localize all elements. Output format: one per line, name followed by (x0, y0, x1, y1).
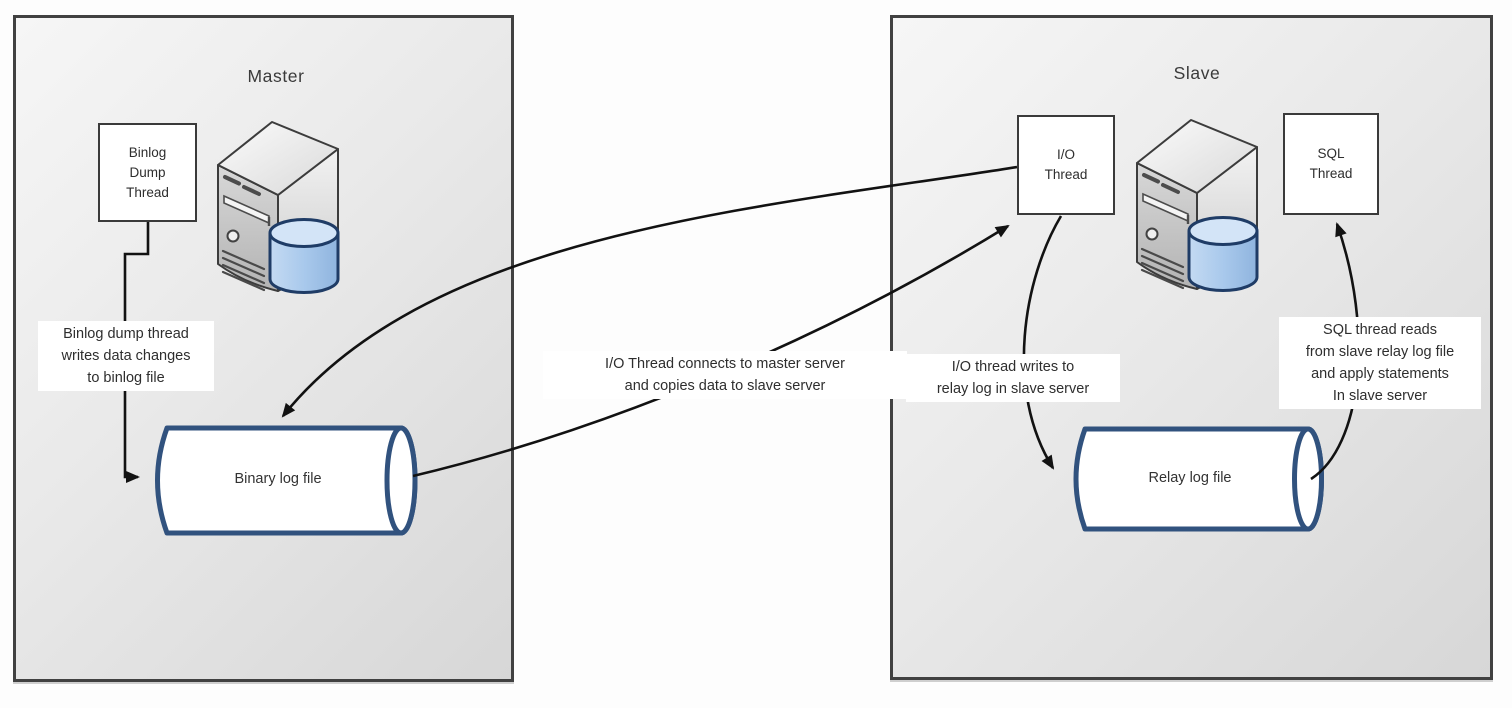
relay-log-file-label: Relay log file (1148, 470, 1232, 486)
relay-write-note: I/O thread writes to relay log in slave … (906, 354, 1120, 402)
binlog-write-note: Binlog dump thread writes data changes t… (38, 321, 214, 391)
master-title: Master (247, 66, 305, 86)
binlog-write-connector (123, 222, 150, 483)
slave-title: Slave (1173, 63, 1221, 83)
binlog-dump-thread-box: Binlog Dump Thread (98, 123, 197, 222)
relay-write-arrow (1022, 215, 1063, 470)
sql-read-note: SQL thread reads from slave relay log fi… (1279, 317, 1481, 409)
slave-server-icon (1135, 118, 1259, 293)
io-connect-note: I/O Thread connects to master server and… (543, 351, 907, 399)
sql-thread-box: SQL Thread (1283, 113, 1379, 215)
io-thread-box: I/O Thread (1017, 115, 1115, 215)
master-server-icon (216, 120, 340, 295)
binary-log-cylinder (155, 425, 418, 536)
io-connect-to-master-arrow (281, 165, 1018, 418)
relay-log-cylinder (1073, 426, 1324, 532)
binary-log-file-label: Binary log file (234, 471, 322, 487)
